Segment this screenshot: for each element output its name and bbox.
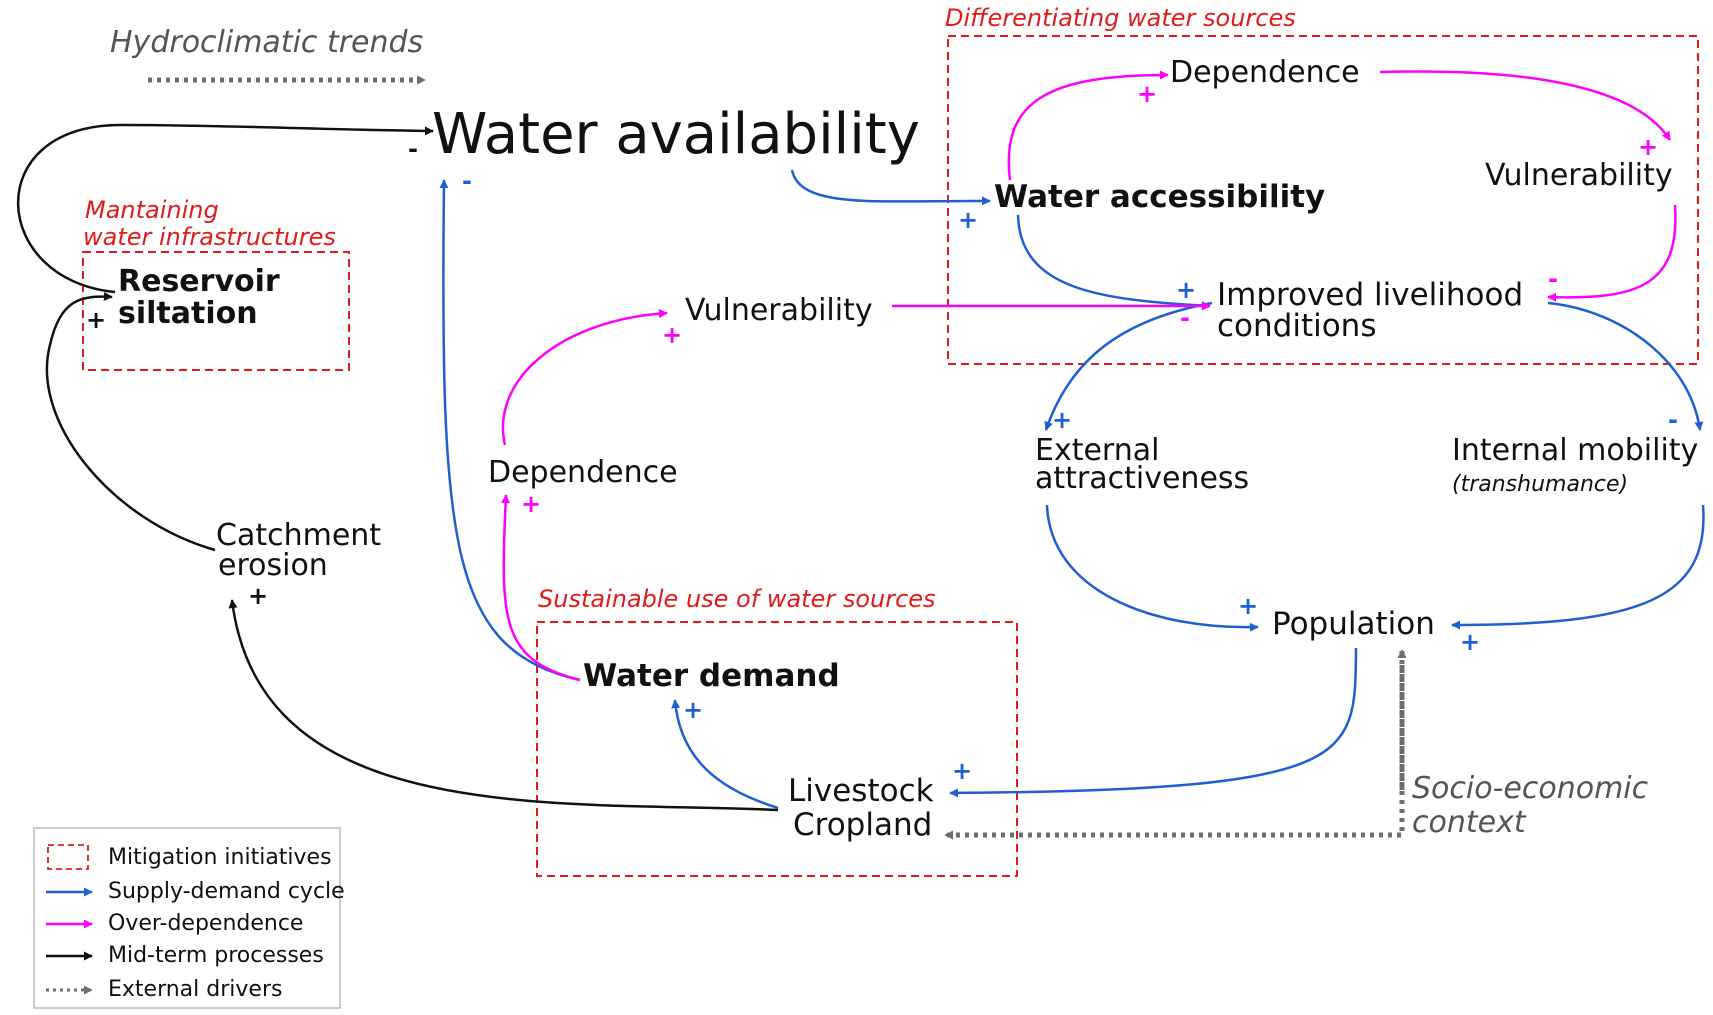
arrow-water-demand-to-availability xyxy=(439,179,581,682)
sign-dependence-top: + xyxy=(1137,80,1157,108)
arrow-socio-to-cropland xyxy=(944,665,1405,840)
node-reservoir-line2: siltation xyxy=(118,296,258,331)
arrow-livestock-to-water-demand xyxy=(671,699,779,810)
sign-external: + xyxy=(1052,406,1072,434)
node-dependence-top: Dependence xyxy=(1170,55,1360,90)
arrow-internal-to-population xyxy=(1451,504,1705,630)
arrow-dependence-mid-to-vulnerability xyxy=(501,309,668,446)
node-cropland: Cropland xyxy=(793,807,932,843)
arrow-external-to-population xyxy=(1045,504,1259,632)
node-population: Population xyxy=(1272,606,1435,642)
sign-improved-right: - xyxy=(1548,265,1558,293)
title-differentiating-water-sources: Differentiating water sources xyxy=(945,4,1296,32)
sign-internal: - xyxy=(1668,406,1678,434)
arrow-water-availability-to-accessibility xyxy=(790,169,991,206)
arrow-accessibility-to-improved xyxy=(1016,214,1211,311)
sign-dependence-mid: + xyxy=(521,490,541,518)
sign-livestock: + xyxy=(952,757,972,785)
arrow-improved-to-external xyxy=(1044,301,1213,431)
label-socio-line2: context xyxy=(1412,805,1527,840)
legend: Mitigation initiatives Supply-demand cyc… xyxy=(33,827,345,1009)
legend-label-external: External drivers xyxy=(108,977,282,1002)
sign-wa-in-black: - xyxy=(408,135,418,163)
dashed-box-icon xyxy=(47,844,89,870)
node-internal-line2: (transhumance) xyxy=(1452,472,1628,497)
arrow-population-to-livestock xyxy=(949,647,1358,798)
sign-vulnerability-mid: + xyxy=(662,321,682,349)
arrow-catchment-to-reservoir xyxy=(45,292,216,552)
node-vulnerability-right: Vulnerability xyxy=(1485,158,1673,193)
node-external-line1: External xyxy=(1035,433,1159,468)
legend-label-mid-term: Mid-term processes xyxy=(108,943,324,968)
sign-catchment: + xyxy=(248,582,268,610)
sign-improved-blue: + xyxy=(1176,276,1196,304)
sign-reservoir: + xyxy=(86,306,106,334)
legend-frame xyxy=(33,827,341,1009)
node-reservoir-line1: Reservoir xyxy=(118,264,280,299)
node-dependence-mid: Dependence xyxy=(488,455,678,490)
sign-population-left: + xyxy=(1238,592,1258,620)
box-sustainable-use xyxy=(536,621,1018,877)
title-sustainable-use: Sustainable use of water sources xyxy=(538,585,936,613)
arrow-reservoir-to-water-availability xyxy=(17,123,434,294)
sign-population-right: + xyxy=(1460,628,1480,656)
node-vulnerability-mid: Vulnerability xyxy=(685,293,873,328)
arrow-dependence-to-vulnerability xyxy=(1379,70,1672,141)
label-socio-line1: Socio-economic xyxy=(1412,771,1649,806)
arrow-vulnerability-to-improved xyxy=(1547,204,1677,302)
sign-improved-magenta: - xyxy=(1180,304,1190,332)
legend-label-mitigation: Mitigation initiatives xyxy=(108,845,332,870)
title-maintaining-line1: Mantaining xyxy=(85,196,219,224)
node-water-demand: Water demand xyxy=(583,658,840,694)
node-livestock: Livestock xyxy=(788,773,934,809)
node-water-availability: Water availability xyxy=(432,102,920,167)
arrow-livestock-to-catchment xyxy=(228,599,779,812)
node-improved-line1: Improved livelihood xyxy=(1217,277,1523,313)
sign-water-demand: + xyxy=(683,696,703,724)
node-improved-line2: conditions xyxy=(1217,308,1376,344)
arrow-water-demand-to-dependence xyxy=(501,494,581,682)
node-catchment-line1: Catchment xyxy=(216,518,381,553)
legend-label-over-dependence: Over-dependence xyxy=(108,911,303,936)
node-internal-line1: Internal mobility xyxy=(1452,433,1698,468)
node-water-accessibility: Water accessibility xyxy=(994,179,1325,215)
legend-label-supply-demand: Supply-demand cycle xyxy=(108,879,345,904)
title-maintaining-line2: water infrastructures xyxy=(83,223,336,251)
box-maintaining-infrastructures xyxy=(82,251,350,371)
arrow-accessibility-to-dependence xyxy=(1007,70,1169,181)
sign-vulnerability-right: + xyxy=(1638,133,1658,161)
label-hydroclimatic-trends: Hydroclimatic trends xyxy=(110,25,423,60)
arrow-improved-to-internal xyxy=(1547,301,1704,431)
node-catchment-line2: erosion xyxy=(218,548,328,583)
node-external-line2: attractiveness xyxy=(1035,461,1249,496)
sign-wa-in-blue: - xyxy=(462,167,472,195)
sign-water-accessibility: + xyxy=(958,206,978,234)
